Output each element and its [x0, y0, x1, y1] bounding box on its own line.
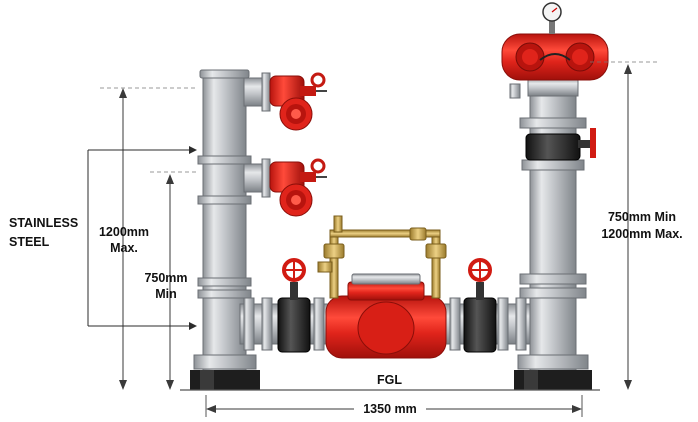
material-label-line2: STEEL [9, 235, 50, 249]
central-red-valve [325, 273, 447, 359]
landing-valve-lower [269, 158, 327, 217]
stainless-callout [87, 146, 197, 330]
dim-right-label-line1: 750mm Min [607, 210, 677, 224]
dim-left-outer [100, 87, 198, 390]
dim-right [590, 61, 658, 390]
gate-valve-right [463, 258, 497, 353]
dim-bottom-width [205, 395, 583, 417]
left-outlet-stubs [243, 72, 271, 198]
dim-left-inner-label-line2: Min [155, 287, 177, 301]
right-column [517, 91, 596, 375]
ground-level-label: FGL [377, 373, 402, 387]
dim-right-label-line2: 1200mm Max. [601, 227, 683, 241]
dim-left-outer-label-line2: Max. [110, 241, 138, 255]
width-dimension-label: 1350 mm [363, 402, 417, 416]
landing-valve-upper [269, 72, 327, 131]
dim-left-inner-label-line1: 750mm [144, 271, 188, 285]
dim-left-outer-label-line1: 1200mm [98, 225, 150, 239]
left-column [193, 69, 257, 373]
material-label-line1: STAINLESS [9, 216, 79, 230]
brass-trim [317, 215, 447, 299]
hydrant-head [501, 2, 609, 99]
base-supports [180, 370, 600, 391]
gate-valve-left [277, 258, 311, 353]
dim-left-inner [150, 171, 198, 390]
